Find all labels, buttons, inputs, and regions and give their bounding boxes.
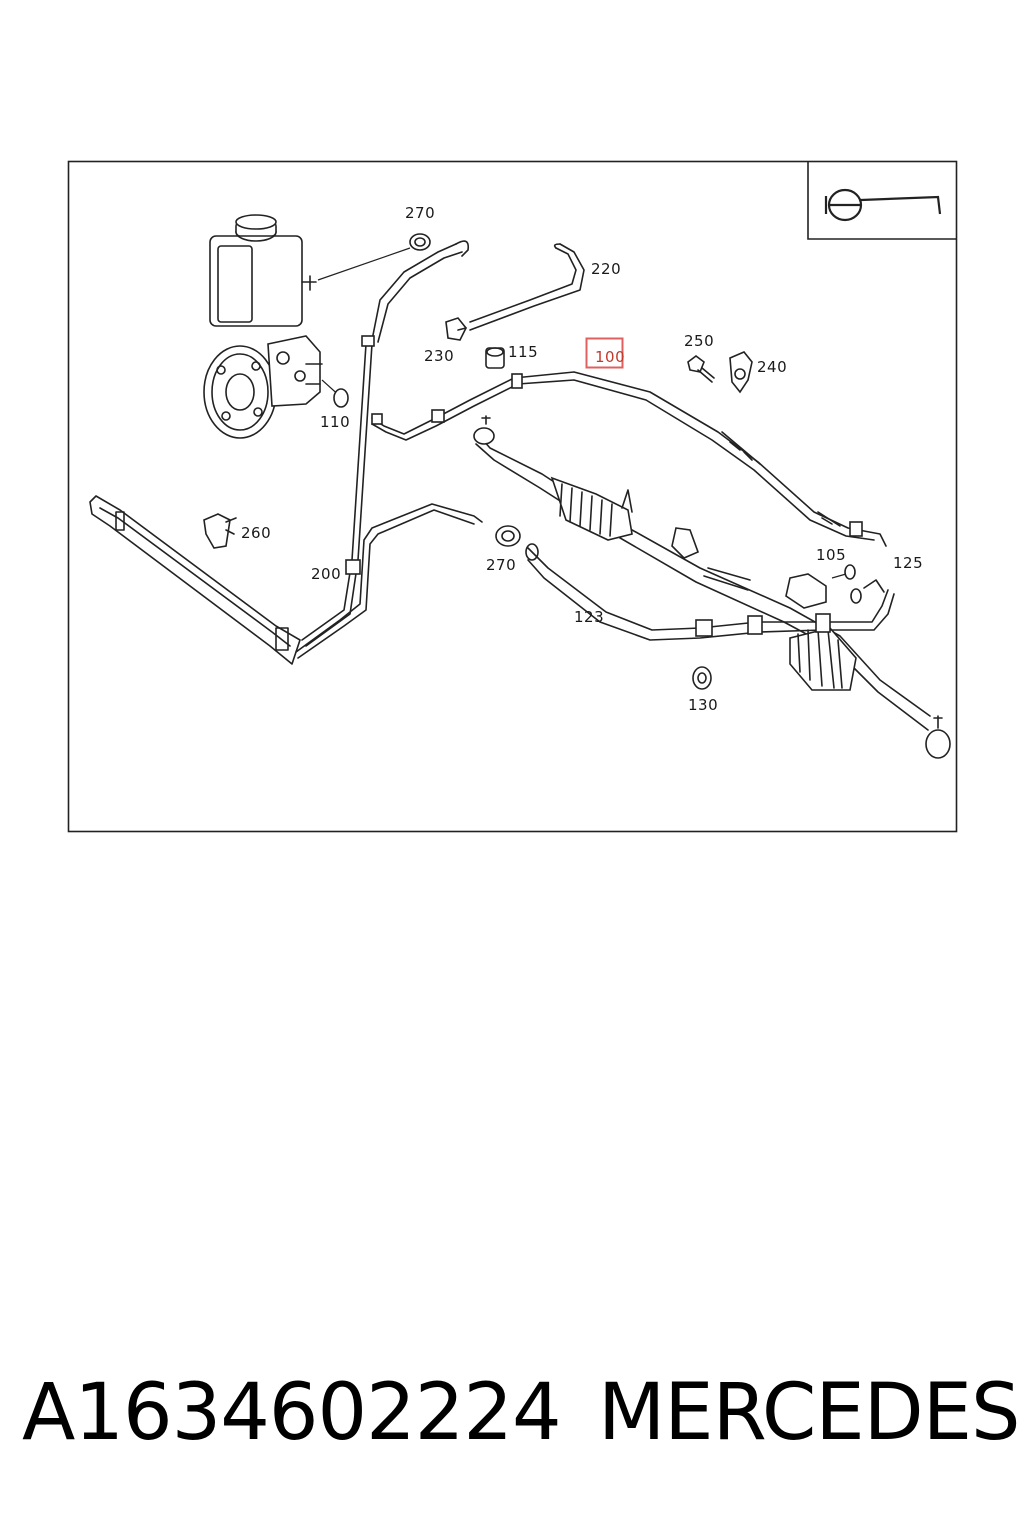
callout-270-top: 270: [405, 204, 435, 222]
hose-clamp-270-top: [409, 233, 431, 251]
part-number: A1634602224: [22, 1368, 562, 1458]
callout-100-highlight: [585, 337, 624, 369]
bushing-115: [485, 347, 505, 369]
callout-130: 130: [688, 696, 718, 714]
callout-115: 115: [508, 343, 538, 361]
callout-250: 250: [684, 332, 714, 350]
bolt-250: [687, 355, 715, 383]
grommet-130: [692, 666, 712, 690]
hose-clamp-230: [445, 317, 467, 341]
callout-123: 123: [574, 608, 604, 626]
callout-270-lower: 270: [486, 556, 516, 574]
callout-260: 260: [241, 524, 271, 542]
callout-220: 220: [591, 260, 621, 278]
steering-wheel-icon: [824, 188, 942, 222]
brand-name: MERCEDES: [598, 1368, 1020, 1458]
callout-105: 105: [816, 546, 846, 564]
bracket-260: [203, 513, 237, 549]
power-steering-pump-reservoir: [203, 214, 323, 439]
clip-240: [729, 351, 753, 394]
callout-230: 230: [424, 347, 454, 365]
return-hose-123: [525, 543, 895, 641]
callout-240: 240: [757, 358, 787, 376]
inset-box: [807, 161, 956, 240]
seal-125: [850, 588, 862, 604]
callout-100[interactable]: 100: [595, 348, 625, 366]
seal-105: [844, 564, 856, 580]
callout-125: 125: [893, 554, 923, 572]
pressure-hose-100: [371, 371, 887, 547]
hose-clamp-270-lower: [495, 525, 521, 547]
o-ring-110: [333, 388, 349, 408]
footer: A1634602224 MERCEDES: [0, 1368, 1024, 1478]
steering-rack: [473, 415, 951, 759]
callout-110: 110: [320, 413, 350, 431]
callout-200: 200: [311, 565, 341, 583]
diagram-border: [67, 160, 958, 833]
